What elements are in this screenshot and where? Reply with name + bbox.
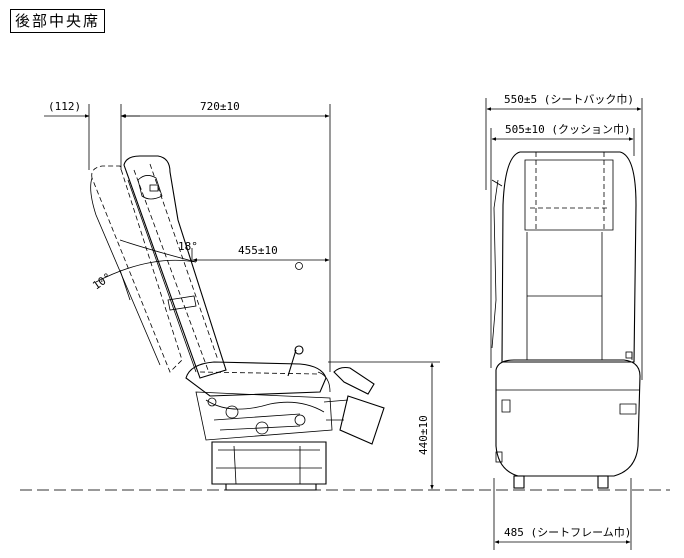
front-view-dimensions: [485, 98, 643, 550]
angle-recline-label: 10°: [90, 270, 114, 292]
dim-cushion-label: 455±10: [238, 244, 278, 257]
angle-seat-label: 18°: [178, 240, 198, 253]
drawing-title: 後部中央席: [10, 9, 106, 33]
front-view-seat: [491, 151, 641, 489]
reference-mark-icon: [295, 262, 303, 270]
dim-overhang-label: (112): [48, 100, 81, 113]
side-view-seat: [90, 155, 385, 491]
dim-back-width-label: 550±5 (シートバック巾): [504, 92, 634, 106]
side-view-dimensions: [44, 104, 440, 490]
dim-cushion-width-label: 505±10 (クッション巾): [505, 122, 631, 136]
dim-depth-label: 720±10: [200, 100, 240, 113]
dim-height-label: 440±10: [417, 415, 430, 455]
dim-frame-width-label: 485 (シートフレーム巾): [504, 525, 631, 539]
